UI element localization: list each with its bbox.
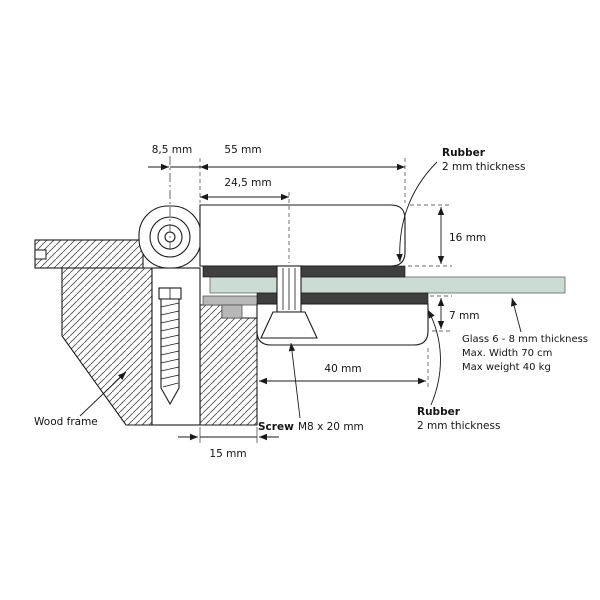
annotation-wood-frame: Wood frame — [34, 371, 127, 428]
wood-frame-label: Wood frame — [34, 416, 98, 428]
dim-24-5-label: 24,5 mm — [224, 177, 271, 189]
screw-label-spec: M8 x 20 mm — [298, 421, 364, 433]
dim-16-label: 16 mm — [449, 232, 486, 244]
annotation-screw: Screw M8 x 20 mm — [258, 342, 364, 433]
dim-55-label: 55 mm — [224, 144, 261, 156]
dimension-40mm: 40 mm — [259, 363, 426, 385]
dimension-7mm: 7 mm — [437, 298, 479, 329]
glass-label-line2: Max. Width 70 cm — [462, 348, 552, 359]
dimension-8-5mm: 8,5 mm — [148, 144, 200, 171]
rubber-bottom-sublabel: 2 mm thickness — [417, 420, 500, 432]
wood-screw — [158, 287, 182, 406]
glass-label-line3: Max weight 40 kg — [462, 362, 551, 373]
clamp-bolt — [260, 265, 318, 339]
clamp-body-top — [199, 204, 406, 267]
annotation-rubber-bottom: Rubber 2 mm thickness — [417, 309, 500, 432]
dimension-16mm: 16 mm — [437, 207, 486, 264]
annotation-glass: Glass 6 - 8 mm thickness Max. Width 70 c… — [462, 297, 588, 373]
wood-frame-block — [61, 267, 153, 426]
dimension-24-5mm: 24,5 mm — [200, 177, 289, 201]
packer-tab — [221, 304, 243, 319]
annotation-rubber-top: Rubber 2 mm thickness — [396, 147, 525, 263]
dim-40-label: 40 mm — [324, 363, 361, 375]
rubber-top-sublabel: 2 mm thickness — [442, 161, 525, 173]
wood-frame-parts — [34, 239, 258, 426]
dim-15-label: 15 mm — [209, 448, 246, 460]
glass-label-line1: Glass 6 - 8 mm thickness — [462, 334, 588, 345]
rubber-top-label: Rubber — [442, 147, 486, 159]
screw-threads — [160, 302, 180, 388]
dimension-15mm: 15 mm — [178, 433, 279, 460]
bolt-countersunk-head — [260, 311, 318, 339]
rubber-bottom-label: Rubber — [417, 406, 461, 418]
dimension-55mm: 55 mm — [200, 144, 405, 171]
wall-bar-notch — [34, 249, 47, 260]
glass-panel — [209, 276, 566, 294]
rubber-strip-top — [202, 265, 406, 278]
dim-8-5-label: 8,5 mm — [152, 144, 193, 156]
wall-bar — [34, 239, 144, 269]
wood-rabbet-block — [199, 304, 258, 426]
packer-bar — [202, 295, 264, 306]
dim-7-label: 7 mm — [449, 310, 479, 322]
screw-label-bold: Screw — [258, 421, 294, 433]
